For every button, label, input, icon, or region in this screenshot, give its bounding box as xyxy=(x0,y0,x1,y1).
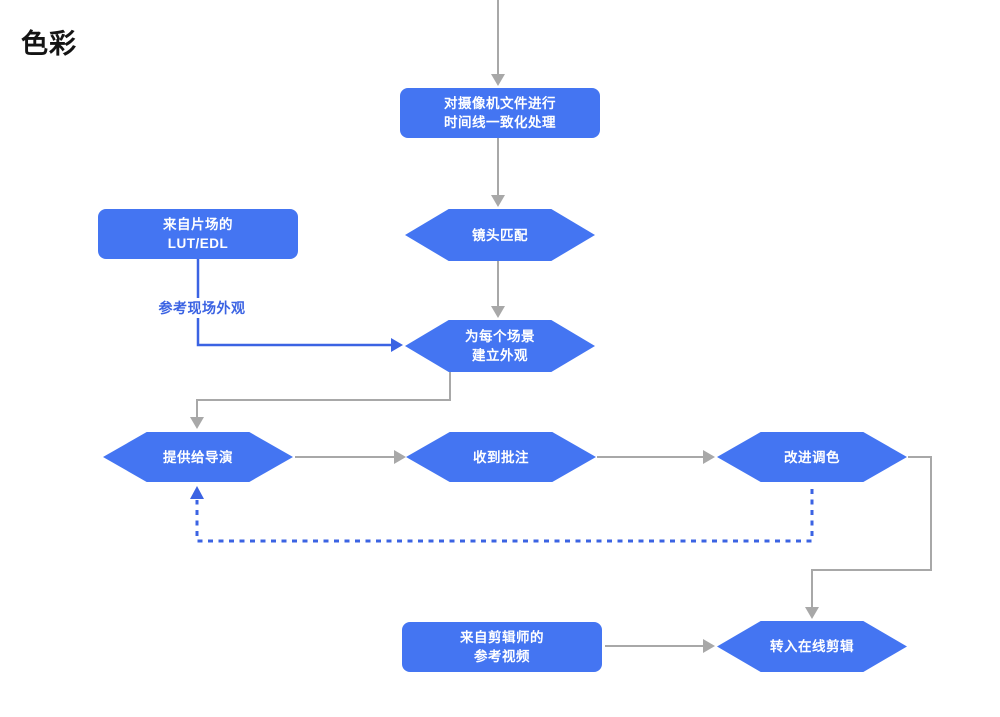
edge-normalize-to-shot-match xyxy=(491,138,505,207)
edge-label-reference-onset-look: 参考现场外观 xyxy=(146,298,258,318)
node-lut-edl: 来自片场的 LUT/EDL xyxy=(98,209,298,259)
node-refine-grading: 改进调色 xyxy=(717,432,907,482)
edge-shot-match-to-scene-look xyxy=(491,261,505,318)
edge-lut-edl-to-scene-look xyxy=(196,258,403,352)
edge-receive-notes-to-refine-grading xyxy=(597,450,715,464)
node-scene-look: 为每个场景 建立外观 xyxy=(405,320,595,372)
edge-scene-look-to-deliver-director xyxy=(190,371,451,429)
edge-top-to-normalize xyxy=(491,0,505,86)
node-shot-match: 镜头匹配 xyxy=(405,209,595,261)
node-receive-notes: 收到批注 xyxy=(406,432,596,482)
node-deliver-director: 提供给导演 xyxy=(103,432,293,482)
edge-refine-grading-to-online-editing xyxy=(805,456,932,619)
page-title: 色彩 xyxy=(21,29,77,59)
node-normalize-timeline: 对摄像机文件进行 时间线一致化处理 xyxy=(400,88,600,138)
node-online-editing: 转入在线剪辑 xyxy=(717,621,907,672)
edge-refine-grading-feedback-to-deliver-director xyxy=(190,486,814,543)
node-reference-video: 来自剪辑师的 参考视频 xyxy=(402,622,602,672)
edge-deliver-director-to-receive-notes xyxy=(295,450,406,464)
edge-reference-video-to-online-editing xyxy=(605,639,715,653)
